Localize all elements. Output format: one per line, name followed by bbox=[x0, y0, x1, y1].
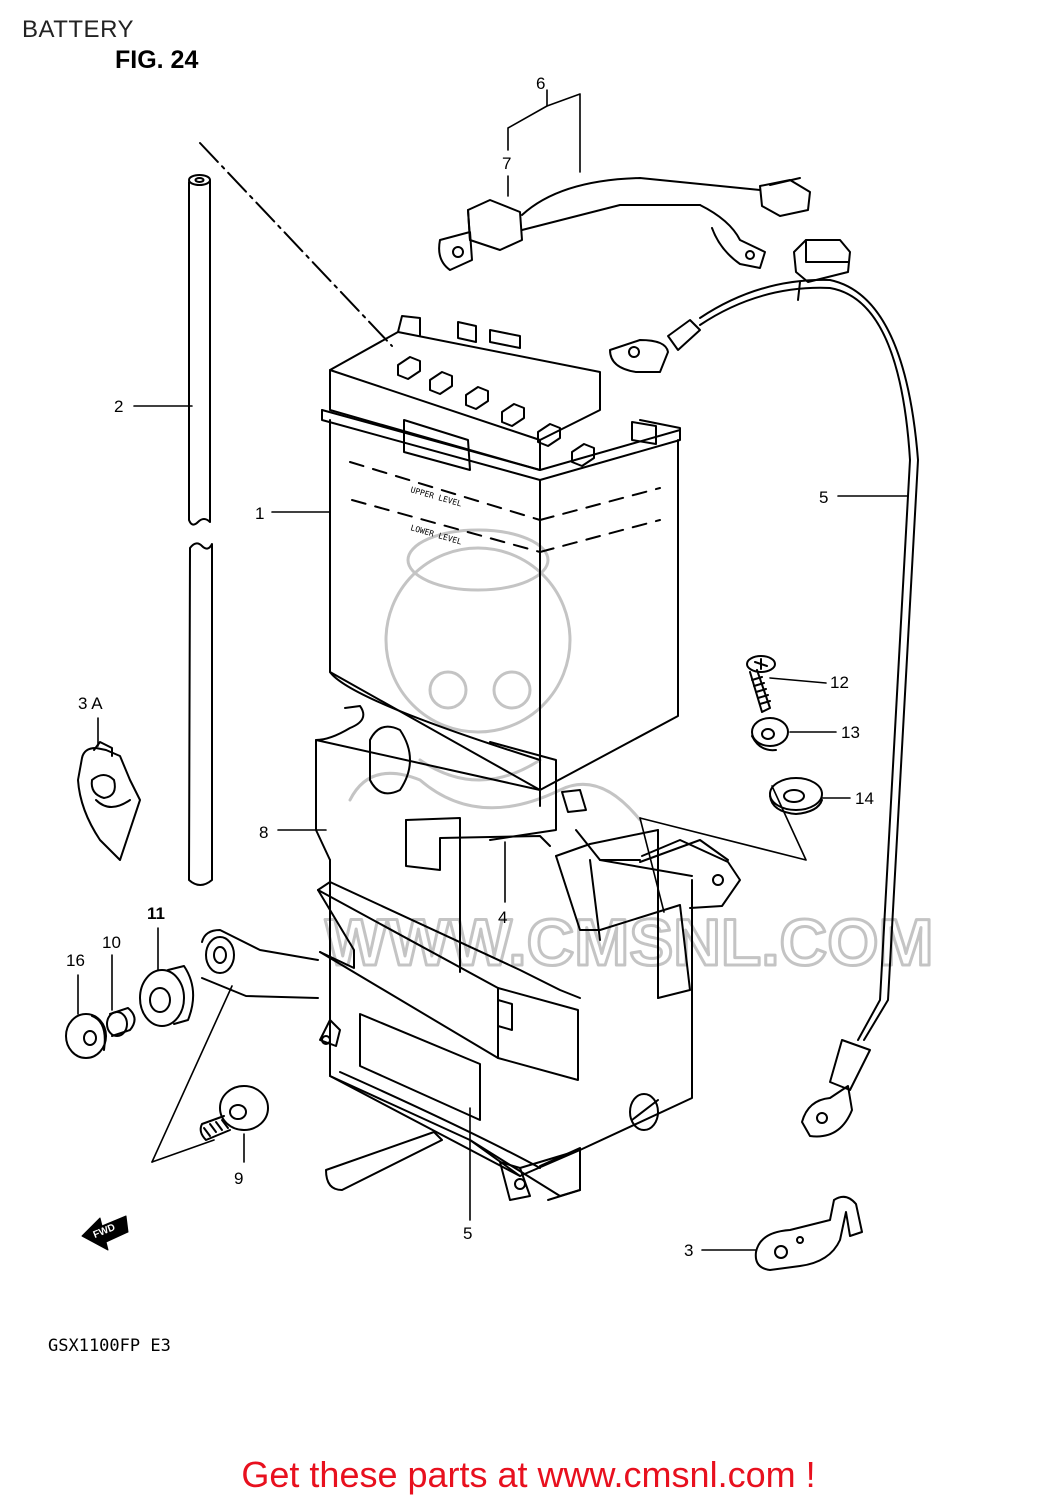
watermark-helmet bbox=[408, 530, 548, 590]
callout-7: 6 bbox=[536, 74, 546, 93]
part-16-washer[interactable] bbox=[66, 1014, 106, 1058]
part-10-bolt[interactable] bbox=[201, 1086, 268, 1140]
part-12-cushion[interactable] bbox=[140, 966, 193, 1026]
callout-9: 8 bbox=[259, 823, 269, 842]
callout-5: 5 bbox=[463, 1224, 473, 1243]
part-14-cushion[interactable] bbox=[752, 718, 788, 750]
callout-8: 7 bbox=[502, 154, 512, 173]
callout-3a: 3 A bbox=[78, 694, 103, 713]
part-1-battery[interactable] bbox=[322, 316, 680, 790]
part-5-battery-holder[interactable] bbox=[318, 742, 728, 1480]
callout-14: 13 bbox=[841, 723, 860, 742]
cmsnl-watermark: WWW.CMSNL.COM bbox=[324, 530, 935, 981]
callout-12: 11 bbox=[147, 904, 165, 923]
leader-tube-to-battery bbox=[200, 143, 392, 346]
page-title: BATTERY bbox=[22, 16, 134, 43]
leader-lines bbox=[78, 90, 908, 1250]
part-3a-clamp[interactable] bbox=[78, 742, 140, 860]
callout-11: 10 bbox=[102, 933, 121, 952]
callout-10: 9 bbox=[234, 1169, 244, 1188]
callout-15: 14 bbox=[855, 789, 874, 808]
part-3-bracket[interactable] bbox=[756, 1197, 862, 1270]
lower-level-line bbox=[352, 500, 540, 552]
battery-upper-marking: UPPER LEVEL bbox=[409, 485, 463, 508]
callout-1: 1 bbox=[255, 504, 265, 523]
watermark-text: WWW.CMSNL.COM bbox=[325, 905, 934, 979]
callout-6: 5 bbox=[819, 488, 829, 507]
callout-4: 4 bbox=[498, 908, 508, 927]
part-11-collar[interactable] bbox=[107, 1008, 135, 1036]
upper-level-line bbox=[350, 462, 540, 520]
part-7-wiring-lead[interactable] bbox=[439, 178, 810, 270]
cta-banner[interactable]: Get these parts at www.cmsnl.com ! bbox=[241, 1454, 816, 1495]
watermark-head-circle bbox=[386, 548, 570, 732]
part-6-ground-cable[interactable] bbox=[610, 240, 918, 1136]
fwd-arrow bbox=[82, 1216, 128, 1250]
part-13-screw[interactable] bbox=[747, 656, 775, 712]
part-2-breather-tube[interactable] bbox=[189, 175, 212, 885]
battery-caps bbox=[398, 357, 594, 466]
callout-3: 3 bbox=[684, 1241, 694, 1260]
part-15-grommet[interactable] bbox=[770, 778, 822, 814]
figure-label: FIG. 24 bbox=[115, 46, 199, 74]
callout-2: 2 bbox=[114, 397, 124, 416]
callout-16: 16 bbox=[66, 951, 85, 970]
model-code: GSX1100FP E3 bbox=[48, 1336, 171, 1356]
callout-13: 12 bbox=[830, 673, 849, 692]
part-9-battery-tray[interactable] bbox=[202, 706, 740, 1200]
